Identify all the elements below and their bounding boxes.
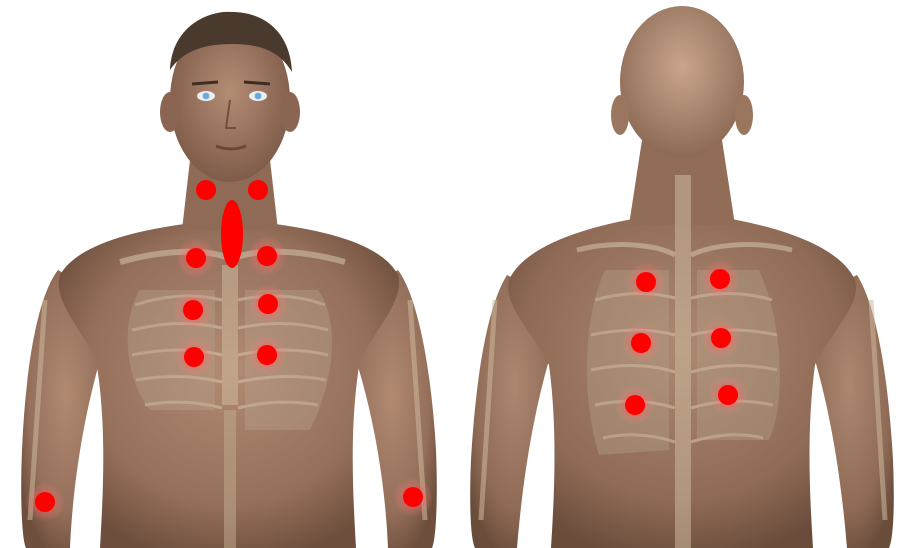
front-body-figure (0, 0, 455, 548)
front-ear-left (160, 92, 180, 132)
marker-back-mid-left (631, 333, 651, 353)
marker-chest-lower-left (184, 347, 204, 367)
marker-chest-mid-right (258, 294, 278, 314)
marker-chest-upper-left (186, 248, 206, 268)
back-head (620, 6, 744, 158)
marker-chest-lower-right (257, 345, 277, 365)
marker-sternum-top (221, 200, 243, 268)
back-body-figure (457, 0, 909, 548)
front-ear-right (280, 92, 300, 132)
marker-back-upper-right (710, 269, 730, 289)
front-view-panel (0, 0, 455, 548)
marker-chest-mid-left (183, 300, 203, 320)
marker-elbow-right (403, 487, 423, 507)
marker-neck-right (248, 180, 268, 200)
back-ear-right (735, 95, 753, 135)
marker-chest-upper-right (257, 246, 277, 266)
back-ear-left (611, 95, 629, 135)
marker-back-lower-right (718, 385, 738, 405)
marker-back-upper-left (636, 272, 656, 292)
marker-back-lower-left (625, 395, 645, 415)
marker-back-mid-right (711, 328, 731, 348)
back-view-panel (457, 0, 909, 548)
marker-neck-left (196, 180, 216, 200)
marker-elbow-left (35, 492, 55, 512)
